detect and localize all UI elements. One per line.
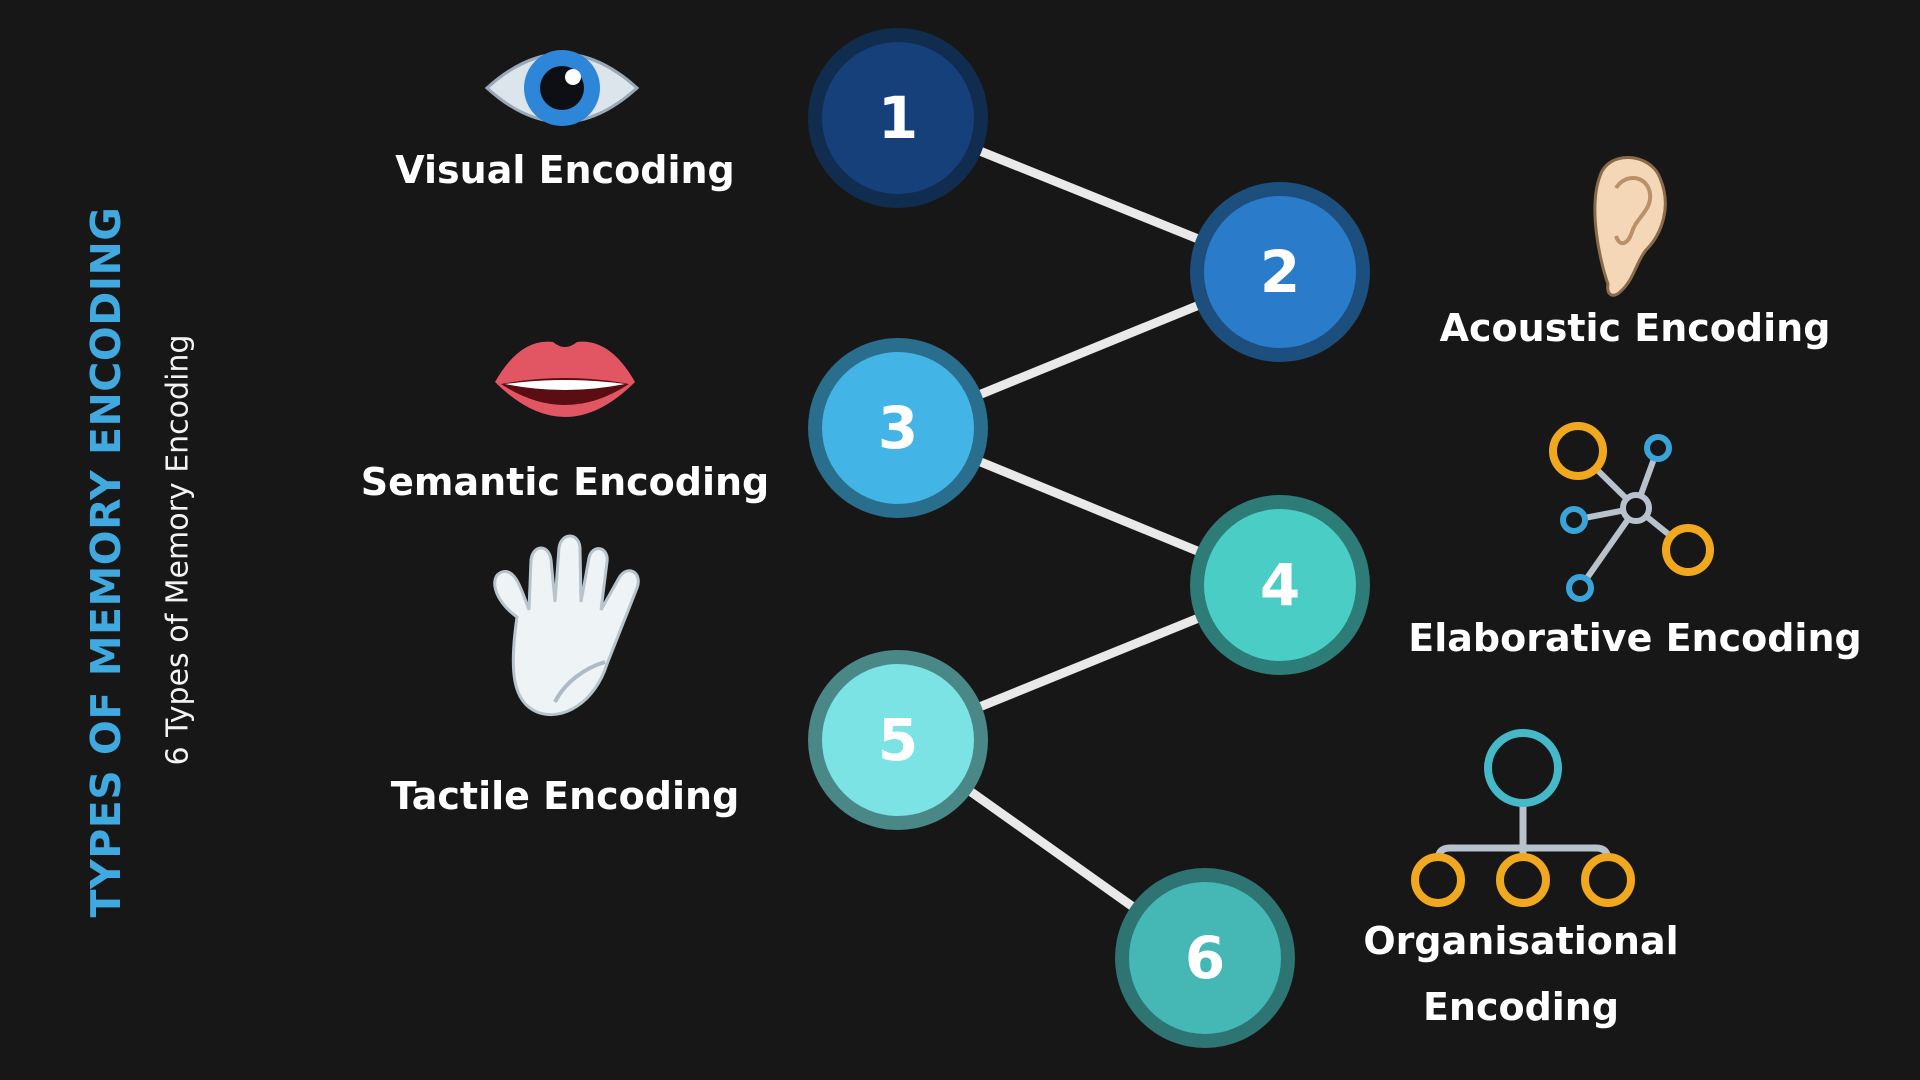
- label-semantic-encoding: Semantic Encoding: [360, 460, 770, 504]
- node-5: 5: [808, 650, 988, 830]
- node-6-number: 6: [1185, 924, 1225, 992]
- node-3: 3: [808, 338, 988, 518]
- network-node: [1549, 422, 1607, 480]
- lips-icon: [495, 341, 635, 417]
- node-3-number: 3: [878, 394, 918, 462]
- node-1: 1: [808, 28, 988, 208]
- network-link: [1577, 506, 1639, 590]
- eye-icon: [484, 50, 640, 126]
- label-acoustic-encoding: Acoustic Encoding: [1439, 306, 1831, 350]
- node-5-number: 5: [878, 706, 918, 774]
- node-1-number: 1: [878, 84, 918, 152]
- hand-icon: [493, 534, 640, 717]
- label-elaborative-encoding: Elaborative Encoding: [1408, 616, 1862, 660]
- ear-icon: [1593, 156, 1667, 297]
- network-node: [1662, 524, 1714, 576]
- hierarchy-child: [1411, 853, 1465, 907]
- network-node: [1566, 574, 1594, 602]
- hierarchy-child: [1581, 853, 1635, 907]
- label-visual-encoding: Visual Encoding: [395, 148, 735, 192]
- node-4-number: 4: [1260, 551, 1300, 619]
- hierarchy-root: [1484, 729, 1562, 807]
- label-tactile-encoding: Tactile Encoding: [390, 774, 740, 818]
- network-node: [1644, 434, 1672, 462]
- hierarchy-icon: [1411, 729, 1635, 907]
- network-icon: [1549, 422, 1714, 602]
- node-2: 2: [1190, 182, 1370, 362]
- node-6: 6: [1115, 868, 1295, 1048]
- network-node: [1560, 506, 1588, 534]
- hierarchy-child: [1496, 853, 1550, 907]
- node-4: 4: [1190, 495, 1370, 675]
- label-organisational-encoding: Organisational Encoding: [1363, 919, 1679, 1029]
- node-2-number: 2: [1260, 238, 1300, 306]
